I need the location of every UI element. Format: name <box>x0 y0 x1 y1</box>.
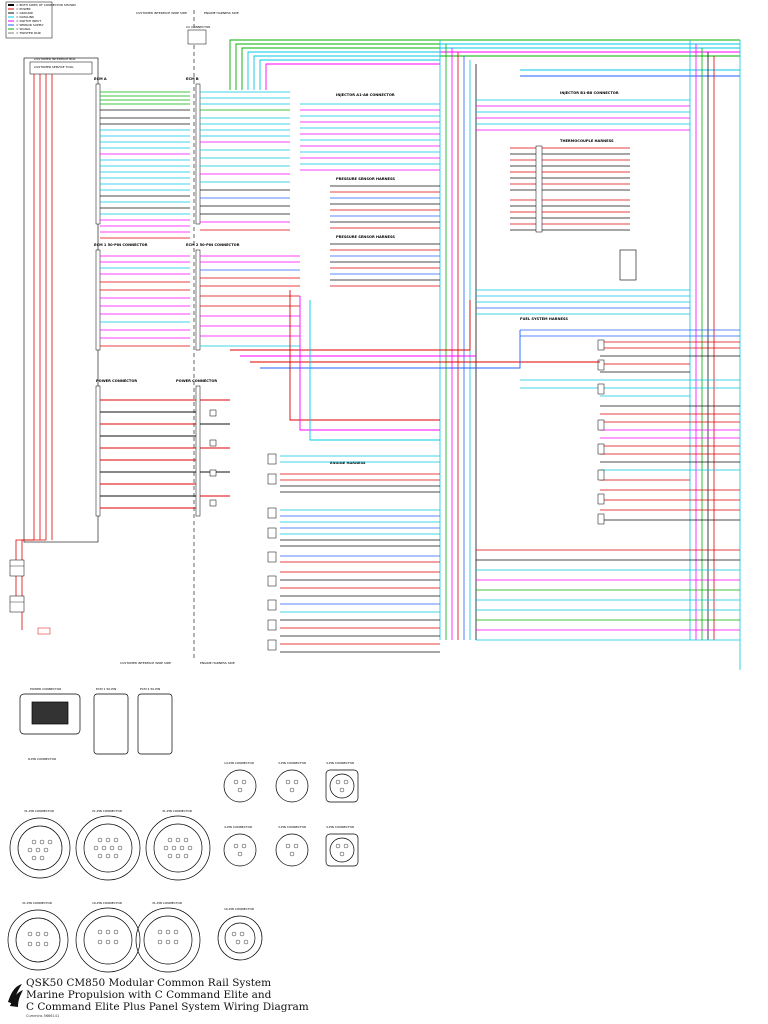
ecm-b-wires <box>200 91 290 231</box>
engine-harness-wires <box>280 455 440 653</box>
connector-view-labels: POWER CONNECTOR ECM 1 50-PIN ECM 2 50-PI… <box>22 687 354 911</box>
engine-sensor-icons <box>267 453 277 651</box>
power-connector-label: POWER CONNECTOR <box>96 379 137 383</box>
cc-connector: CC CONNECTOR <box>186 25 210 45</box>
left-power-lines <box>15 74 53 630</box>
injector-a-label: INJECTOR A1-A8 CONNECTOR <box>336 93 395 97</box>
svg-text:31-PIN CONNECTOR: 31-PIN CONNECTOR <box>152 901 182 905</box>
legend-row-both: = BOTH SIDES OF CONNECTOR SHOWN <box>16 3 76 7</box>
pressure-a-label: PRESSURE SENSOR HARNESS <box>336 177 395 181</box>
svg-text:CC CONNECTOR: CC CONNECTOR <box>186 25 210 29</box>
ecm-a-wires <box>100 91 190 239</box>
legend-row-power: = POWER <box>16 7 31 11</box>
fuel-system-label: FUEL SYSTEM HARNESS <box>520 317 568 321</box>
injector-b-wires <box>476 99 690 131</box>
svg-text:8-PIN CONNECTOR: 8-PIN CONNECTOR <box>28 757 56 761</box>
svg-text:14-PIN CONNECTOR: 14-PIN CONNECTOR <box>224 761 254 765</box>
cross-connections <box>230 290 600 441</box>
svg-text:CUSTOMER SERVICE TOOL: CUSTOMER SERVICE TOOL <box>34 65 74 69</box>
legend-row-datalink: = DATALINK <box>16 15 35 19</box>
svg-text:31-PIN CONNECTOR: 31-PIN CONNECTOR <box>22 901 52 905</box>
svg-text:ECM 2 50-PIN: ECM 2 50-PIN <box>140 687 160 691</box>
right-sensor-wires <box>476 289 690 315</box>
svg-text:POWER CONNECTOR: POWER CONNECTOR <box>30 687 61 691</box>
legend-row-twisted: = TWISTED PAIR <box>16 31 41 35</box>
ecm-a-label-2: ECM 1 50-PIN CONNECTOR <box>94 243 148 247</box>
title-line-3: C Command Elite Plus Panel System Wiring… <box>26 1001 309 1013</box>
pressure-b-wires <box>330 243 440 287</box>
svg-text:19-PIN CONNECTOR: 19-PIN CONNECTOR <box>92 901 122 905</box>
title-line-2: Marine Propulsion with C Command Elite a… <box>26 989 272 1001</box>
fuses <box>209 409 217 507</box>
thermocouple-wires <box>510 147 630 231</box>
ecm-a-connector-strip-2 <box>95 249 101 351</box>
fuel-component-boxes <box>597 339 605 525</box>
legend-row-switch: = SWITCH INPUT <box>16 19 41 23</box>
svg-text:4-PIN CONNECTOR: 4-PIN CONNECTOR <box>326 761 354 765</box>
connector-views <box>7 693 359 973</box>
customer-side-label-top: CUSTOMER INTERFACE WIRE SIDE <box>136 11 187 15</box>
pressure-a-wires <box>330 185 440 229</box>
engine-side-label-top: ENGINE HARNESS SIDE <box>204 11 239 15</box>
power-wires <box>100 399 230 509</box>
svg-text:3-PIN CONNECTOR: 3-PIN CONNECTOR <box>278 761 306 765</box>
ecm-b-wires-2 <box>200 255 300 347</box>
power-connector-label-2: POWER CONNECTOR <box>176 379 217 383</box>
ecm-b-connector-strip <box>195 83 201 225</box>
svg-text:3-PIN CONNECTOR: 3-PIN CONNECTOR <box>278 825 306 829</box>
svg-text:31-PIN CONNECTOR: 31-PIN CONNECTOR <box>24 809 54 813</box>
svg-text:16-PIN CONNECTOR: 16-PIN CONNECTOR <box>224 907 254 911</box>
svg-text:21-PIN CONNECTOR: 21-PIN CONNECTOR <box>92 809 122 813</box>
injector-a-wires <box>300 103 440 171</box>
engine-harness-label: ENGINE HARNESS <box>330 461 366 465</box>
bottom-right-wires <box>476 549 740 641</box>
title-line-1: QSK50 CM850 Modular Common Rail System <box>26 977 272 989</box>
ecm-a-wires-2 <box>100 255 190 347</box>
ecm-a-connector-strip <box>95 83 101 225</box>
customer-interface-box: CUSTOMER INTERFACE BOX CUSTOMER SERVICE … <box>23 57 99 543</box>
ecm-b-label: ECM B <box>186 77 199 81</box>
legend-row-ground: = GROUND <box>16 11 34 15</box>
ecm-b-label-2: ECM 2 50-PIN CONNECTOR <box>186 243 240 247</box>
legend: = BOTH SIDES OF CONNECTOR SHOWN = POWER … <box>5 1 76 39</box>
title-block: QSK50 CM850 Modular Common Rail System M… <box>4 976 309 1022</box>
svg-text:CUSTOMER INTERFACE BOX: CUSTOMER INTERFACE BOX <box>34 57 75 61</box>
engine-side-label-bottom: ENGINE HARNESS SIDE <box>200 661 235 665</box>
top-harness <box>229 39 740 90</box>
ecm-a-label: ECM A <box>94 77 107 81</box>
batteries <box>9 559 51 635</box>
fuel-system-wires <box>520 329 740 521</box>
legend-row-signal: = SIGNAL <box>16 27 31 31</box>
customer-side-label-bottom: CUSTOMER INTERFACE WIRE SIDE <box>120 661 171 665</box>
injector-b-label: INJECTOR B1-B8 CONNECTOR <box>560 91 619 95</box>
title-doc-number: Cummins 5666141 <box>26 1014 60 1018</box>
thermocouple-label: THERMOCOUPLE HARNESS <box>560 139 614 143</box>
svg-text:4-PIN CONNECTOR: 4-PIN CONNECTOR <box>224 825 252 829</box>
connector-pins <box>27 779 349 947</box>
right-verticals <box>439 40 741 670</box>
svg-text:31-PIN CONNECTOR: 31-PIN CONNECTOR <box>162 809 192 813</box>
legend-row-sensor: = SENSOR SUPPLY <box>16 23 44 27</box>
pressure-b-label: PRESSURE SENSOR HARNESS <box>336 235 395 239</box>
cummins-logo-icon <box>8 984 23 1007</box>
svg-text:ECM 1 50-PIN: ECM 1 50-PIN <box>96 687 116 691</box>
ecm-b-connector-strip-2 <box>195 249 201 351</box>
svg-text:4-PIN CONNECTOR: 4-PIN CONNECTOR <box>326 825 354 829</box>
